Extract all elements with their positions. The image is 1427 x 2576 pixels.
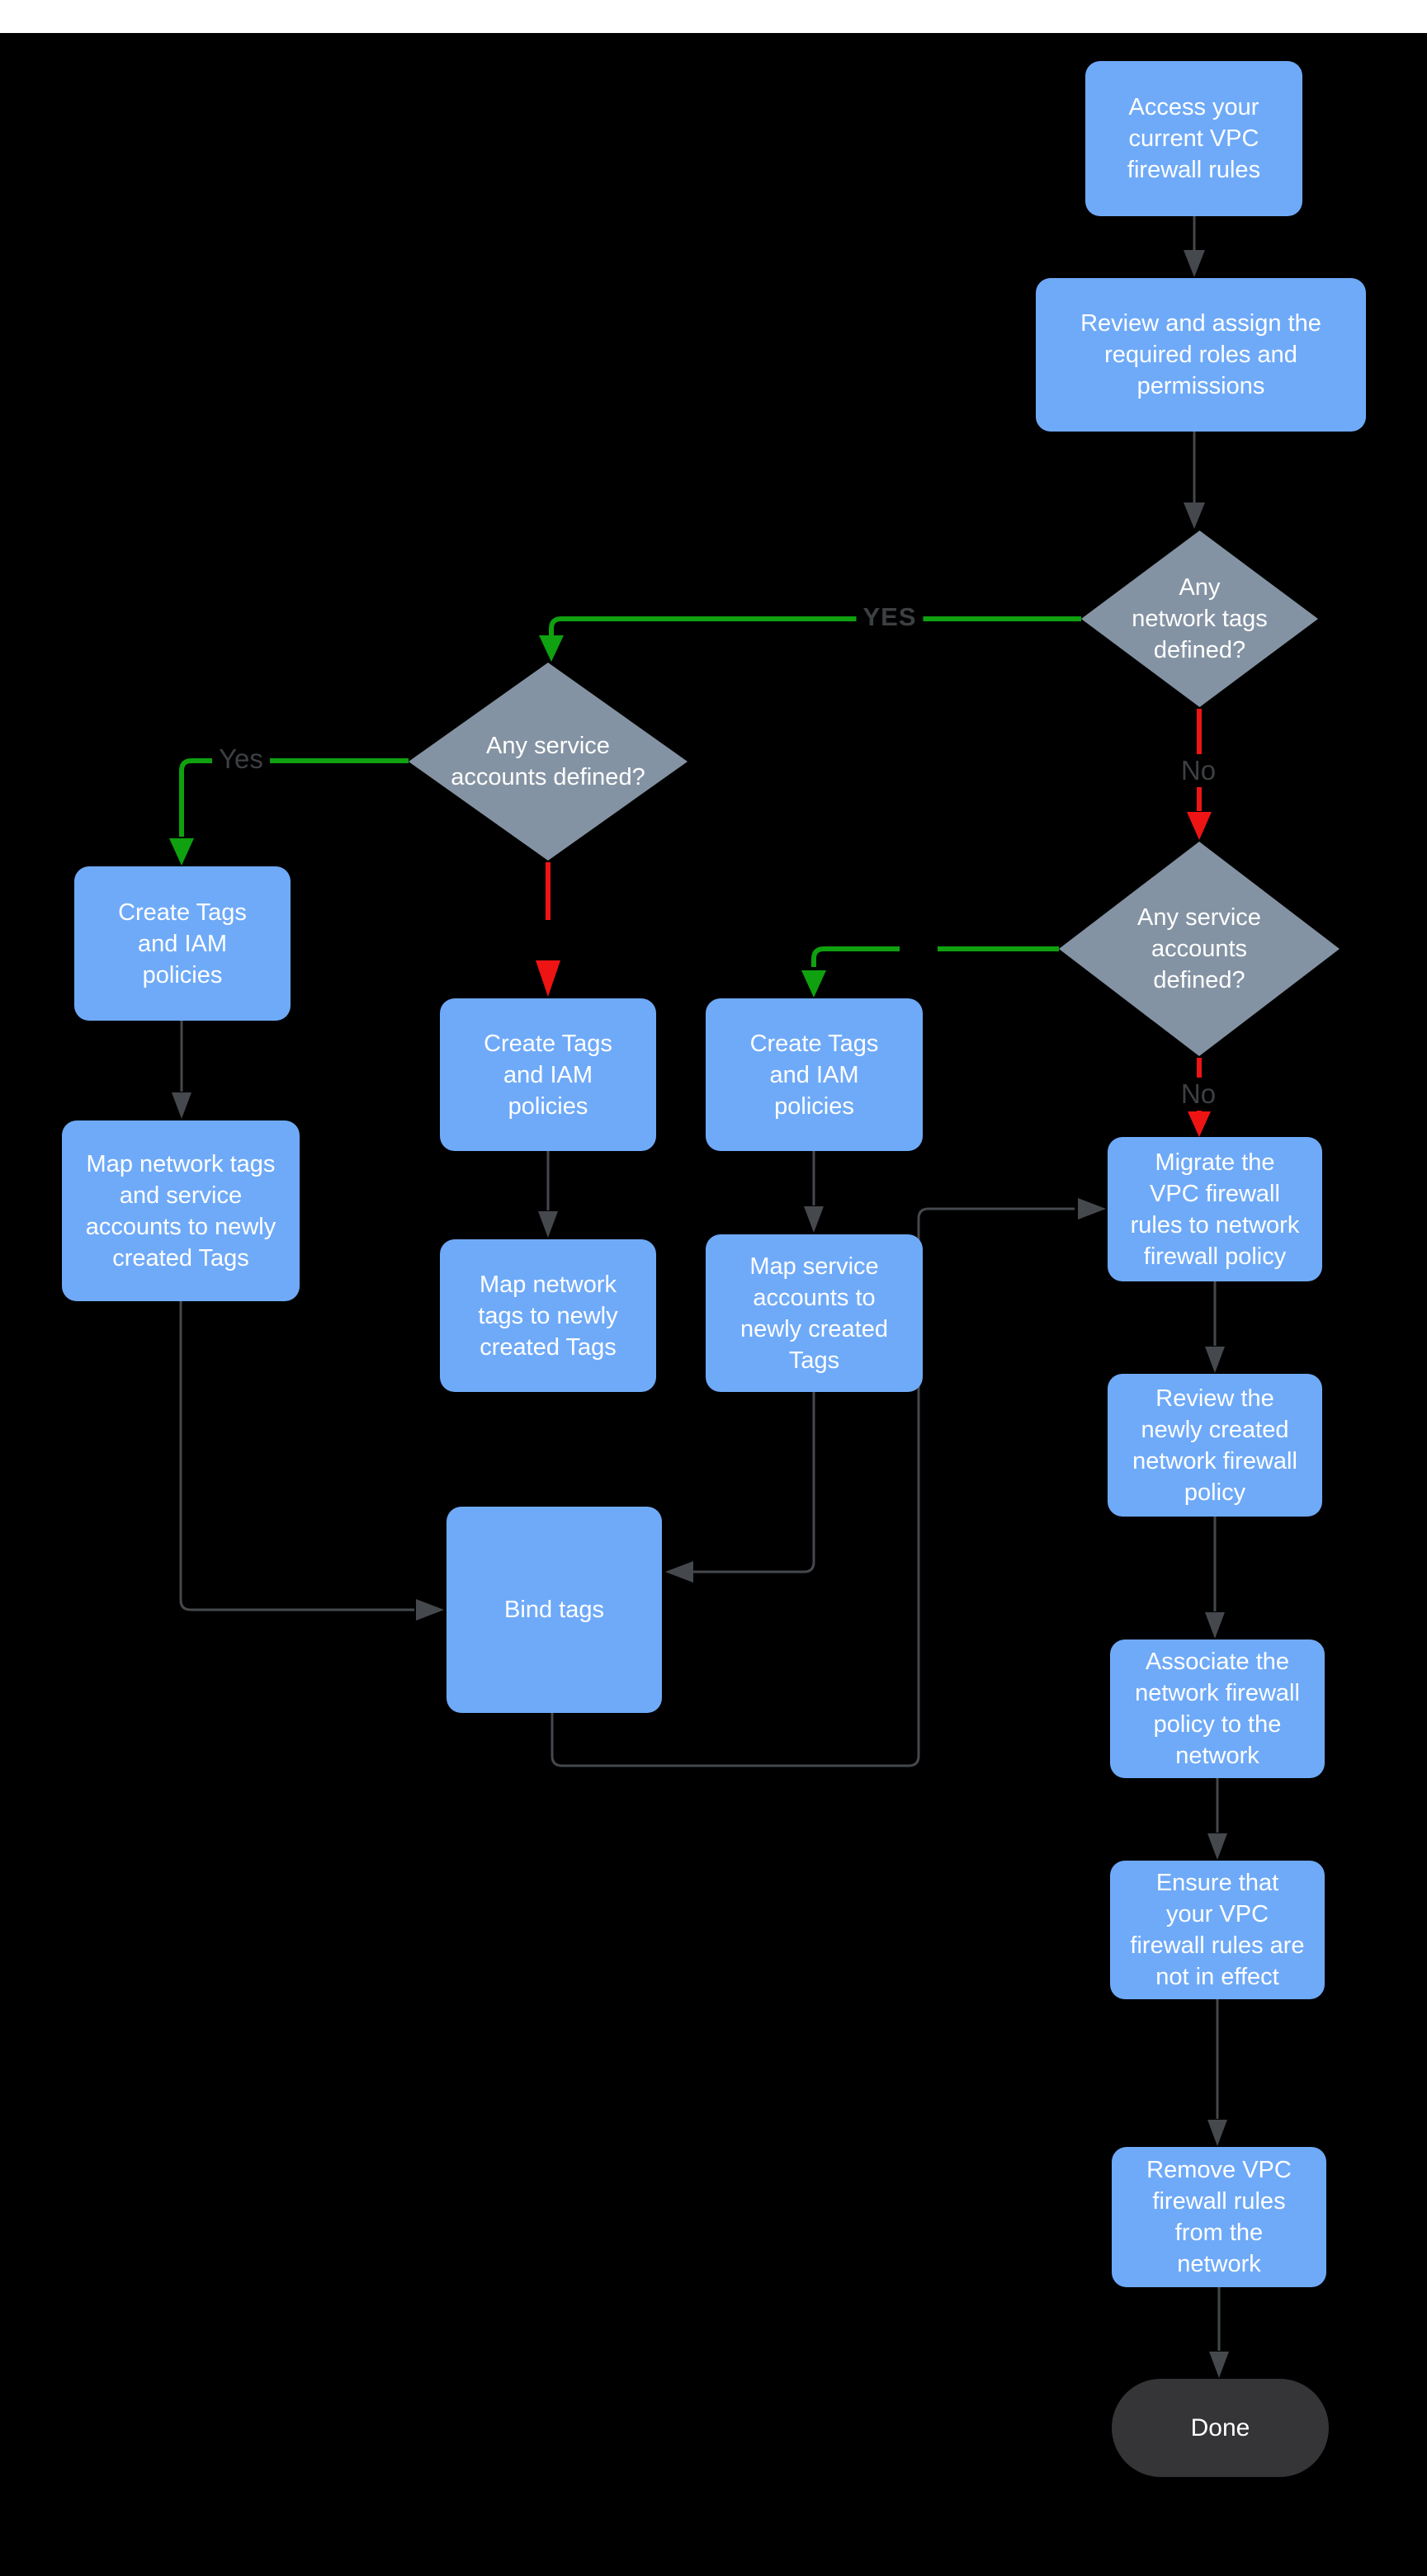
edge-yes-serviceaccounts-left [169,758,409,866]
review-roles-step: Review and assign the required roles and… [1036,278,1366,432]
top-white-bar [0,0,1427,33]
edge-createleft-mapleft [172,1021,191,1119]
create-tags-right-step: Create Tags and IAM policies [706,998,923,1151]
edge-associate-ensure [1207,1778,1227,1860]
edge-yes-serviceaccounts-right [801,946,1059,998]
ensure-rules-step: Ensure that your VPC firewall rules are … [1110,1861,1325,1999]
create-tags-left-step: Create Tags and IAM policies [74,866,291,1021]
no-label-network-tags: No [1174,754,1223,787]
edge-reviewpolicy-associate [1205,1517,1225,1639]
review-policy-step: Review the newly created network firewal… [1108,1374,1322,1517]
edge-bind-migrate [550,1198,1106,1767]
edge-no-serviceaccounts-left [536,862,560,997]
edge-access-review [1184,216,1205,277]
map-service-accounts-step: Map service accounts to newly created Ta… [706,1234,923,1392]
create-tags-mid-step: Create Tags and IAM policies [440,998,656,1151]
edge-remove-done [1209,2287,1229,2378]
edge-mapleft-bind [179,1301,444,1621]
map-network-and-service-step: Map network tags and service accounts to… [62,1121,300,1301]
yes-label-service-accounts: Yes [212,743,270,776]
edge-migrate-reviewpolicy [1205,1281,1225,1373]
migrate-rules-step: Migrate the VPC firewall rules to networ… [1108,1137,1322,1281]
edge-review-networktags [1184,432,1205,529]
no-label-service-accounts: No [1174,1078,1223,1111]
edge-createright-mapright [804,1151,824,1233]
yes-label-network-tags: YES [856,602,924,633]
done-terminal: Done [1112,2379,1329,2477]
map-network-tags-step: Map network tags to newly created Tags [440,1239,656,1392]
edge-createmid-mapmid [538,1151,558,1238]
bind-tags-step: Bind tags [447,1507,662,1713]
edge-yes-networktags [539,616,1081,662]
associate-policy-step: Associate the network firewall policy to… [1110,1639,1325,1778]
edge-ensure-remove [1207,1999,1227,2146]
edge-mapright-bind [665,1392,815,1583]
access-vpc-rules-step: Access your current VPC firewall rules [1085,61,1302,216]
remove-rules-step: Remove VPC firewall rules from the netwo… [1112,2147,1326,2287]
